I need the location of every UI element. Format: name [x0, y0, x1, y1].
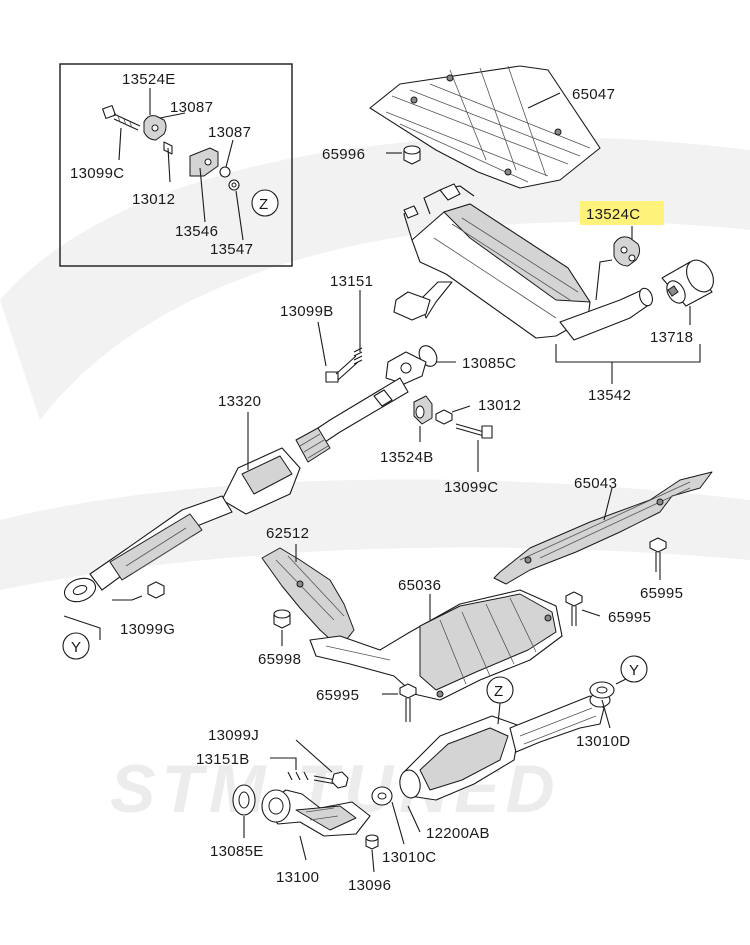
bolt-icon	[102, 105, 141, 131]
label-13087-b: 13087	[208, 124, 251, 141]
washer-icon	[219, 166, 231, 178]
ref-circle-y-left	[62, 632, 90, 660]
heat-shield-65036	[309, 589, 563, 701]
label-65995-b: 65995	[608, 609, 651, 626]
label-13542: 13542	[588, 387, 631, 404]
label-13099C-inset: 13099C	[70, 165, 124, 182]
label-65047: 65047	[572, 86, 615, 103]
rubber-hanger-13524C-icon	[613, 236, 641, 267]
label-13547: 13547	[210, 241, 253, 258]
label-13151B: 13151B	[196, 751, 250, 768]
label-13151: 13151	[330, 273, 373, 290]
collar-13012-icon	[435, 409, 453, 425]
label-65996: 65996	[322, 146, 365, 163]
ref-letter-y-left: Y	[71, 639, 81, 656]
label-13524B: 13524B	[380, 449, 434, 466]
bracket-icon	[189, 147, 219, 177]
label-62512: 62512	[266, 525, 309, 542]
label-13320: 13320	[218, 393, 261, 410]
label-65995-a: 65995	[640, 585, 683, 602]
label-13012: 13012	[478, 397, 521, 414]
nut-65996-icon	[403, 145, 421, 165]
bolt-65995-a-icon	[649, 537, 667, 572]
label-13524C: 13524C	[586, 206, 640, 223]
ref-circle-y-right	[620, 655, 648, 683]
bolt-65995-b-icon	[565, 591, 583, 626]
label-13099C: 13099C	[444, 479, 498, 496]
watermark: STM TUNED	[0, 136, 750, 827]
label-13099J: 13099J	[208, 727, 259, 744]
nut-65998-icon	[273, 609, 291, 629]
ref-letter-z-lower: Z	[494, 683, 503, 700]
heat-shield-62512	[261, 547, 355, 649]
label-65995-c: 65995	[316, 687, 359, 704]
label-13099G: 13099G	[120, 621, 175, 638]
label-13524E: 13524E	[122, 71, 176, 88]
label-13085E: 13085E	[210, 843, 264, 860]
inset-box: Z 13524E 13087 13087 13099C 13012 13546 …	[59, 63, 293, 267]
label-13100: 13100	[276, 869, 319, 886]
bolt-13099J-icon	[313, 771, 349, 789]
label-13085C: 13085C	[462, 355, 516, 372]
highlight-13524C	[580, 201, 664, 225]
label-13546: 13546	[175, 223, 218, 240]
heat-shield-65043	[493, 471, 713, 585]
bolt-13099B-icon	[325, 355, 359, 383]
nut-13096-icon	[365, 834, 379, 850]
tail-tip-icon	[661, 259, 714, 307]
spring-13151B-icon	[287, 771, 309, 781]
spring-icon	[353, 347, 363, 365]
label-13718: 13718	[650, 329, 693, 346]
label-13087-a: 13087	[170, 99, 213, 116]
bolt-13099G-icon	[131, 581, 165, 601]
center-pipe	[63, 351, 427, 603]
rear-heat-shield	[369, 65, 601, 189]
label-65998: 65998	[258, 651, 301, 668]
label-13099B: 13099B	[280, 303, 334, 320]
label-12200AB: 12200AB	[426, 825, 490, 842]
ref-circle-z	[251, 189, 279, 217]
label-13096: 13096	[348, 877, 391, 894]
bolt-65995-c-icon	[399, 683, 417, 722]
front-exhaust-pipe	[261, 789, 371, 837]
ref-letter-z-inset: Z	[259, 196, 268, 213]
flange-icon	[393, 291, 431, 321]
label-13012-inset: 13012	[132, 191, 175, 208]
ref-letter-y-right: Y	[629, 662, 639, 679]
label-65036: 65036	[398, 577, 441, 594]
bolt-13099C-icon	[455, 423, 493, 439]
label-13010C: 13010C	[382, 849, 436, 866]
muffler	[403, 183, 653, 341]
label-65043: 65043	[574, 475, 617, 492]
label-13010D: 13010D	[576, 733, 630, 750]
